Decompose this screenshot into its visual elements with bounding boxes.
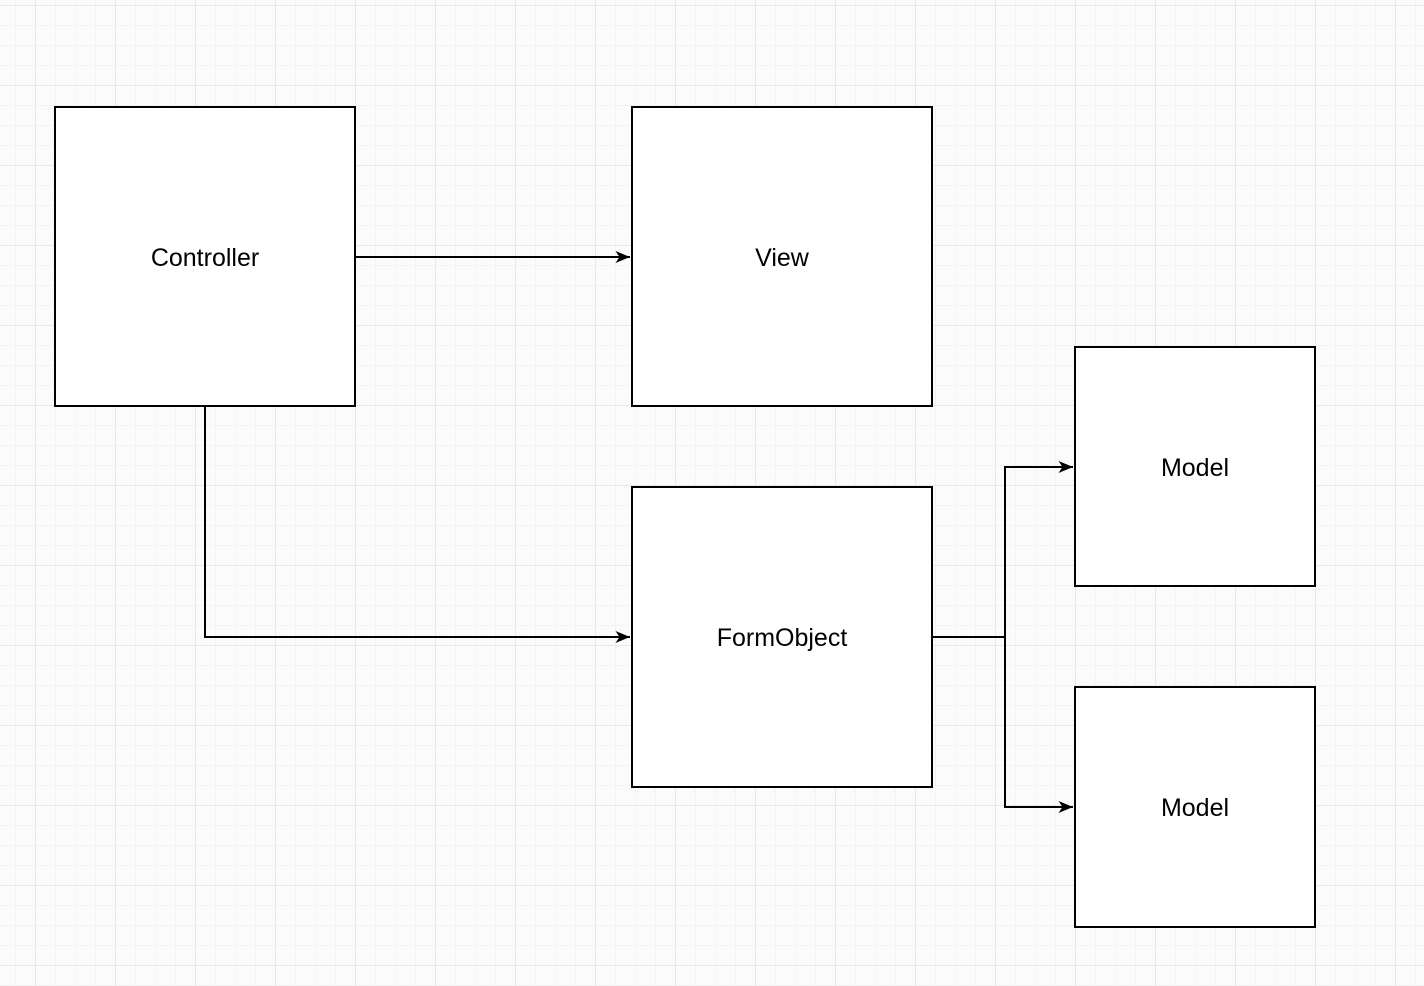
node-view-label: View	[755, 244, 810, 272]
edge-formobject-to-model-bottom[interactable]	[932, 636, 1073, 813]
node-formobject[interactable]: FormObject	[631, 486, 933, 788]
node-model-top[interactable]: Model	[1074, 346, 1316, 587]
node-view-shape[interactable]	[631, 106, 933, 407]
node-controller[interactable]: Controller	[54, 106, 356, 407]
node-layer: Controller View FormObject Model Model	[54, 106, 1316, 928]
node-formobject-shape[interactable]	[631, 486, 933, 788]
node-model-bottom[interactable]: Model	[1074, 686, 1316, 928]
edge-controller-to-formobject[interactable]	[204, 406, 630, 643]
edge-formobject-to-model-top[interactable]	[932, 461, 1073, 638]
node-formobject-label: FormObject	[717, 624, 848, 652]
edge-layer	[204, 251, 1073, 813]
node-model-bottom-label: Model	[1161, 794, 1229, 822]
node-controller-shape[interactable]	[54, 106, 356, 407]
node-view[interactable]: View	[631, 106, 933, 407]
node-model-top-shape[interactable]	[1074, 346, 1316, 587]
node-controller-label: Controller	[151, 244, 259, 272]
node-model-bottom-shape[interactable]	[1074, 686, 1316, 928]
node-model-top-label: Model	[1161, 454, 1229, 482]
